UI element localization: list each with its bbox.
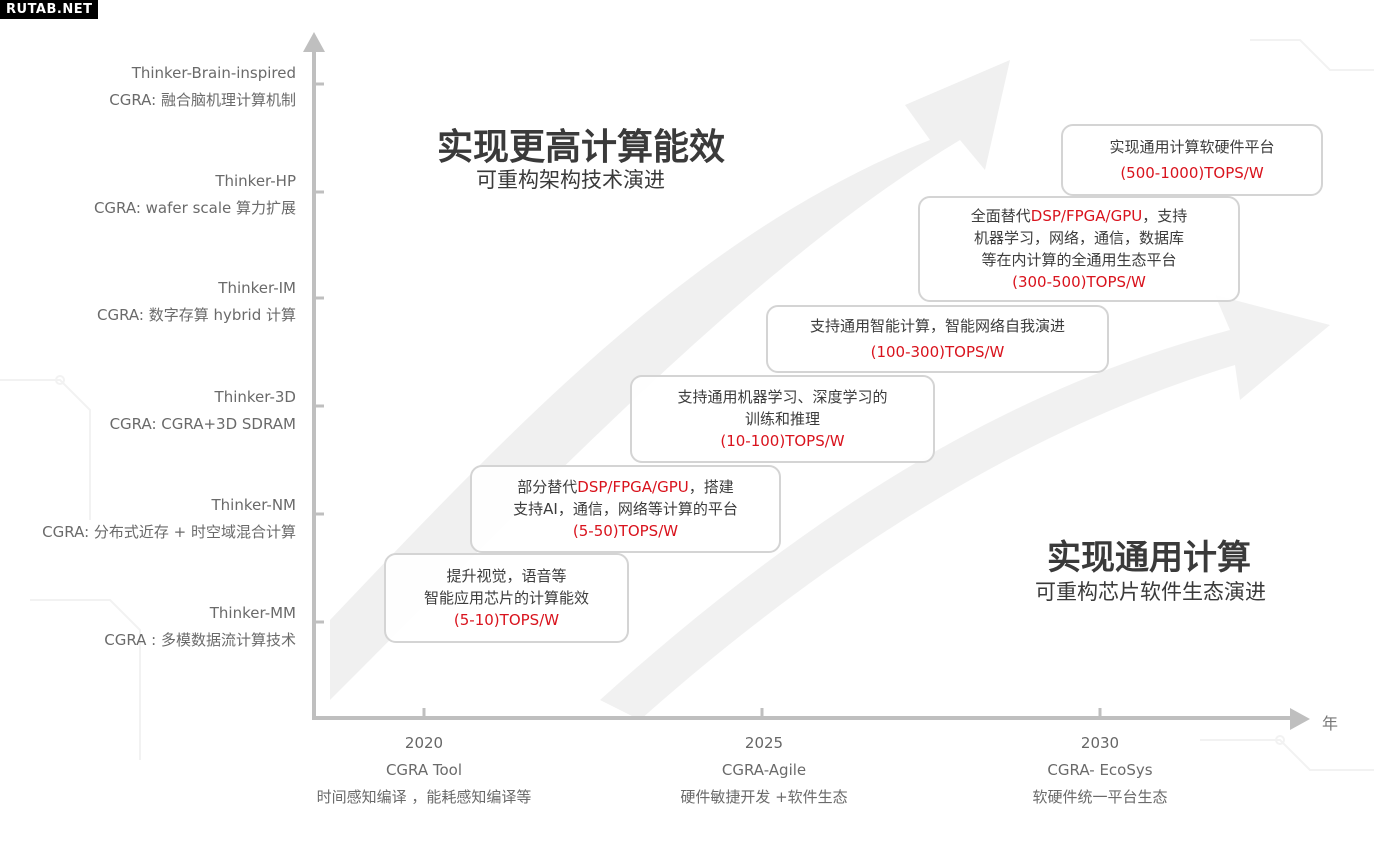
circuit-decoration	[0, 39, 1374, 771]
headline-top-subtitle: 可重构架构技术演进	[476, 168, 665, 192]
card-text: 部分替代	[517, 478, 578, 496]
x-label-tool: CGRA-Agile	[721, 761, 807, 779]
card-highlight: DSP/FPGA/GPU	[1030, 207, 1143, 225]
card-performance: (10-100)TOPS/W	[720, 432, 845, 450]
milestone-card-3: 支持通用机器学习、深度学习的 训练和推理 (10-100)TOPS/W	[630, 375, 935, 463]
x-axis-ticks	[422, 708, 1102, 718]
card-line: 支持AI，通信，网络等计算的平台	[513, 500, 738, 518]
milestone-card-1: 提升视觉，语音等 智能应用芯片的计算能效 (5-10)TOPS/W	[384, 553, 629, 643]
milestone-card-6: 实现通用计算软硬件平台 (500-1000)TOPS/W	[1061, 124, 1323, 196]
y-label-mm: Thinker-MM CGRA : 多模数据流计算技术	[104, 600, 296, 654]
x-label-desc: 硬件敏捷开发 +软件生态	[680, 788, 848, 806]
y-label-name: Thinker-3D	[214, 388, 296, 406]
card-performance: (5-10)TOPS/W	[453, 611, 560, 629]
card-performance: (100-300)TOPS/W	[870, 343, 1005, 361]
x-label-2030: 2030 CGRA- EcoSys 软硬件统一平台生态	[1032, 730, 1167, 811]
y-label-name: Thinker-HP	[215, 172, 296, 190]
card-performance: (5-50)TOPS/W	[572, 522, 679, 540]
card-line: 支持通用智能计算，智能网络自我演进	[809, 317, 1065, 335]
y-label-name: Thinker-NM	[211, 496, 296, 514]
card-line: 机器学习，网络，通信，数据库	[973, 229, 1184, 247]
card-line: 实现通用计算软硬件平台	[1109, 138, 1275, 156]
y-label-name: Thinker-Brain-inspired	[131, 64, 296, 82]
y-axis-arrowhead	[303, 32, 325, 52]
x-label-desc: 时间感知编译 ，能耗感知编译等	[316, 788, 532, 806]
x-label-tool: CGRA- EcoSys	[1047, 761, 1153, 779]
card-line: 部分替代DSP/FPGA/GPU，搭建	[517, 476, 733, 498]
y-label-name: Thinker-MM	[209, 604, 296, 622]
y-label-desc: CGRA: wafer scale 算力扩展	[93, 199, 296, 217]
headline-bottom-subtitle: 可重构芯片软件生态演进	[1035, 580, 1266, 604]
x-label-year: 2030	[1080, 734, 1120, 752]
y-label-nm: Thinker-NM CGRA: 分布式近存 + 时空域混合计算	[42, 492, 296, 546]
y-label-3d: Thinker-3D CGRA: CGRA+3D SDRAM	[110, 384, 296, 438]
x-axis-unit: 年	[1322, 714, 1339, 733]
y-label-desc: CGRA : 多模数据流计算技术	[104, 631, 296, 649]
y-axis-ticks	[314, 82, 324, 624]
upper-swoosh-arrow	[330, 60, 1010, 700]
site-watermark: RUTAB.NET	[0, 0, 99, 19]
card-line: 等在内计算的全通用生态平台	[981, 251, 1177, 269]
x-label-year: 2025	[744, 734, 784, 752]
card-performance: (300-500)TOPS/W	[1012, 273, 1146, 291]
card-line: 提升视觉，语音等	[446, 567, 567, 585]
card-performance: (500-1000)TOPS/W	[1120, 164, 1264, 182]
card-text: ，搭建	[688, 478, 734, 496]
y-label-desc: CGRA: 数字存算 hybrid 计算	[96, 306, 296, 324]
card-line: 训练和推理	[744, 410, 820, 428]
card-text: 全面替代	[970, 207, 1031, 225]
milestone-card-5: 全面替代DSP/FPGA/GPU，支持 机器学习，网络，通信，数据库 等在内计算…	[918, 196, 1240, 302]
y-label-hp: Thinker-HP CGRA: wafer scale 算力扩展	[94, 168, 296, 222]
x-axis-arrowhead	[1290, 708, 1310, 730]
lower-swoosh-arrow	[600, 295, 1330, 720]
card-highlight: DSP/FPGA/GPU	[577, 478, 689, 496]
headline-top-title: 实现更高计算能效	[437, 127, 726, 168]
x-label-year: 2020	[404, 734, 444, 752]
y-label-desc: CGRA: CGRA+3D SDRAM	[109, 415, 296, 433]
y-label-desc: CGRA: 分布式近存 + 时空域混合计算	[42, 523, 296, 541]
card-text: ，支持	[1142, 207, 1188, 225]
x-label-tool: CGRA Tool	[385, 761, 463, 779]
y-label-brain-inspired: Thinker-Brain-inspired CGRA: 融合脑机理计算机制	[109, 60, 296, 114]
x-label-2025: 2025 CGRA-Agile 硬件敏捷开发 +软件生态	[680, 730, 847, 811]
y-label-im: Thinker-IM CGRA: 数字存算 hybrid 计算	[97, 275, 296, 329]
milestone-card-4: 支持通用智能计算，智能网络自我演进 (100-300)TOPS/W	[766, 305, 1109, 373]
card-line: 智能应用芯片的计算能效	[423, 589, 589, 607]
y-label-desc: CGRA: 融合脑机理计算机制	[109, 91, 296, 109]
y-label-name: Thinker-IM	[218, 279, 296, 297]
card-line: 支持通用机器学习、深度学习的	[677, 388, 888, 406]
card-line: 全面替代DSP/FPGA/GPU，支持	[971, 205, 1187, 227]
x-label-desc: 软硬件统一平台生态	[1032, 788, 1168, 806]
milestone-card-2: 部分替代DSP/FPGA/GPU，搭建 支持AI，通信，网络等计算的平台 (5-…	[470, 465, 781, 553]
headline-bottom-title: 实现通用计算	[1047, 538, 1251, 578]
x-label-2020: 2020 CGRA Tool 时间感知编译 ，能耗感知编译等	[317, 730, 532, 811]
